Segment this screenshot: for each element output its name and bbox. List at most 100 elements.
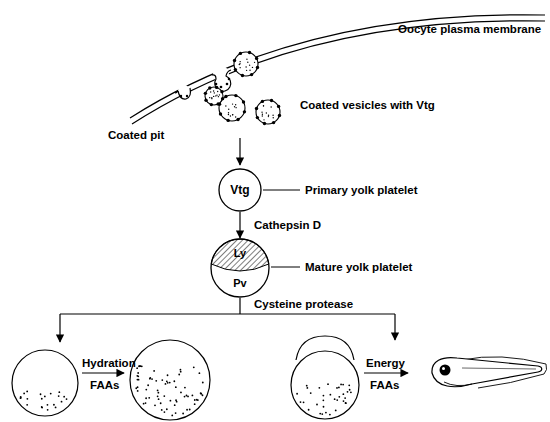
yolk-dot: [303, 401, 305, 403]
text-label: Primary yolk platelet: [305, 183, 418, 197]
yolk-dot: [145, 397, 147, 399]
yolk-dot: [321, 413, 323, 415]
yolk-dot: [338, 387, 340, 389]
vtg-dot: [245, 66, 246, 67]
eye-highlight: [442, 367, 445, 370]
yolk-dot: [136, 375, 138, 377]
yolk-dot: [184, 387, 186, 389]
yolk-dot: [137, 390, 139, 392]
larva-body: [432, 358, 542, 387]
yolk-dot: [137, 375, 139, 377]
vtg-dot: [218, 96, 219, 97]
yolk-dot: [340, 384, 342, 386]
vtg-dot: [214, 92, 215, 93]
coat-dot: [180, 95, 182, 97]
yolk-dot: [316, 404, 318, 406]
coat-dot: [278, 114, 281, 117]
yolk-dot: [155, 380, 157, 382]
yolk-dot: [166, 380, 168, 382]
vtg-dot: [230, 115, 231, 116]
coat-dot: [263, 122, 266, 125]
coat-dot: [220, 90, 223, 93]
yolk-dot: [194, 403, 196, 405]
node-label: Vtg: [218, 183, 262, 197]
yolk-dot: [175, 399, 177, 401]
yolk-dot: [182, 413, 184, 415]
yolk-dot: [193, 366, 195, 368]
yolk-dot: [41, 406, 43, 408]
yolk-dot: [306, 385, 308, 387]
coat-dot: [243, 110, 246, 113]
coat-dot: [241, 74, 244, 77]
yolk-dot: [58, 395, 60, 397]
text-label: Hydration: [82, 356, 136, 370]
coat-dot: [224, 95, 227, 98]
vtg-dot: [215, 95, 216, 96]
yolk-dot: [180, 371, 182, 373]
coat-dot: [239, 52, 242, 55]
oocyte-hydrated: [130, 340, 210, 420]
text-label: FAAs: [90, 378, 119, 392]
yolk-dot: [167, 382, 169, 384]
vtg-dot: [234, 106, 235, 107]
yolk-dot: [47, 409, 49, 411]
coat-dot: [234, 94, 237, 97]
text-label: Coated pit: [108, 128, 164, 142]
coat-dot: [272, 121, 275, 124]
vtg-dot: [261, 111, 262, 112]
yolk-dot: [63, 396, 65, 398]
yolk-dot: [161, 379, 163, 381]
yolk-dot: [308, 409, 310, 411]
yolk-dot: [200, 392, 202, 394]
text-label: FAAs: [370, 378, 399, 392]
vtg-dot: [209, 97, 210, 98]
vtg-dot: [266, 112, 267, 113]
coat-dot: [204, 92, 207, 95]
vtg-dot: [270, 106, 271, 107]
vtg-dot: [246, 59, 247, 60]
yolk-dot: [348, 384, 350, 386]
yolk-dot: [160, 402, 162, 404]
yolk-dot: [342, 393, 344, 395]
vesicle-group: [204, 51, 281, 125]
edge-label: Cathepsin D: [254, 218, 321, 232]
yolk-dot: [306, 387, 308, 389]
yolk-dot: [171, 415, 173, 417]
yolk-dot: [41, 407, 43, 409]
larva-notochord: [462, 368, 536, 369]
yolk-dot: [139, 365, 141, 367]
vtg-dot: [216, 94, 217, 95]
yolk-dot: [175, 412, 177, 414]
larva-eye: [440, 365, 451, 376]
larva-yolk: [444, 382, 472, 386]
plasma-membrane: [132, 21, 545, 124]
coated-pit: [175, 91, 178, 93]
yolk-dot: [198, 372, 200, 374]
yolk-dot: [338, 396, 340, 398]
yolk-dot: [176, 401, 178, 403]
yolk-dot: [334, 398, 336, 400]
yolk-dot: [151, 378, 153, 380]
yolk-dot: [145, 389, 147, 391]
yolk-dot: [194, 399, 196, 401]
yolk-dot: [23, 392, 25, 394]
coated-pit: [178, 88, 191, 99]
text-label: Energy: [366, 356, 405, 370]
yolk-dot: [322, 399, 324, 401]
vtg-dot: [249, 64, 250, 65]
yolk-dot: [149, 378, 151, 380]
vtg-dot: [232, 114, 233, 115]
yolk-dot: [192, 395, 194, 397]
vtg-dot: [249, 69, 250, 70]
platelet-circle: [211, 239, 269, 297]
yolk-dot: [157, 395, 159, 397]
vtg-dot: [228, 114, 229, 115]
vtg-dot: [262, 114, 263, 115]
yolk-dot: [327, 383, 329, 385]
coat-dot: [242, 100, 245, 103]
yolk-dot: [186, 395, 188, 397]
vtg-dot: [239, 64, 240, 65]
vtg-dot: [219, 94, 220, 95]
yolk-dot: [170, 400, 172, 402]
